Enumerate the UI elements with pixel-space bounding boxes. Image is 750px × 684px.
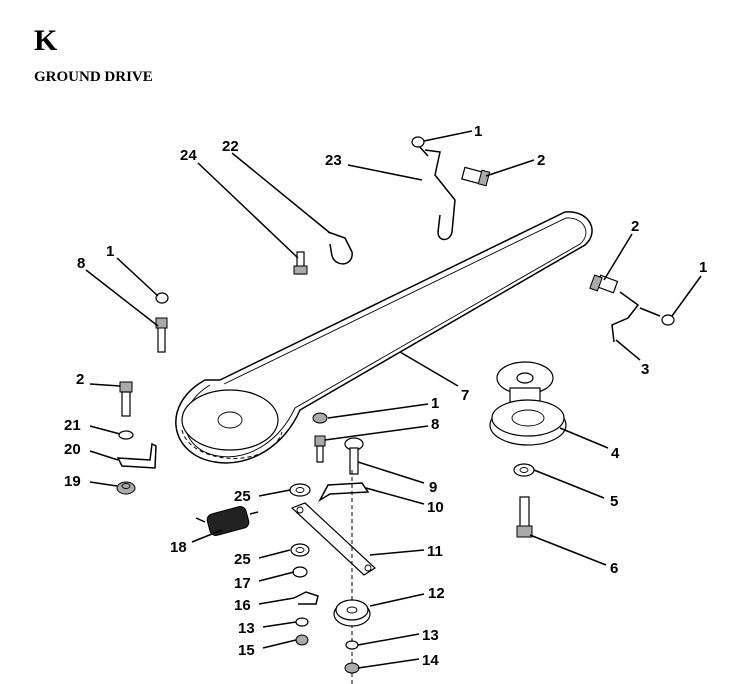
bolt-8-lower: [314, 435, 326, 463]
callout-2: 2: [537, 152, 545, 169]
nut-14: [344, 662, 360, 674]
callout-16: 16: [234, 597, 251, 614]
nut-19: [116, 481, 136, 495]
nut-15: [295, 634, 309, 646]
callout-7: 7: [461, 387, 469, 404]
callout-25: 25: [234, 551, 251, 568]
spring-18: [195, 506, 259, 536]
callout-1: 1: [431, 395, 439, 412]
callout-2: 2: [631, 218, 639, 235]
callout-10: 10: [427, 499, 444, 516]
callout-1: 1: [474, 123, 482, 140]
bolt-2-left: [119, 381, 133, 417]
callout-13: 13: [422, 627, 439, 644]
callout-13: 13: [238, 620, 255, 637]
transmission-pulley: [489, 361, 567, 446]
idler-pulley-12: [333, 599, 371, 627]
callout-8: 8: [431, 416, 439, 433]
callout-22: 22: [222, 138, 239, 155]
callout-23: 23: [325, 152, 342, 169]
bolt-6: [516, 496, 533, 538]
callout-24: 24: [180, 147, 197, 164]
nut-1-center: [312, 412, 328, 424]
leader-lines: [85, 130, 702, 669]
bracket-16: [293, 591, 319, 605]
spacer-25-upper: [289, 483, 311, 497]
callout-4: 4: [611, 445, 620, 462]
callout-11: 11: [427, 543, 443, 560]
washer-17: [292, 566, 308, 578]
washer-21: [118, 430, 134, 440]
hook-22: [327, 231, 353, 265]
idler-bracket-23: [411, 136, 491, 241]
callout-1: 1: [699, 259, 707, 276]
engine-pulley: [181, 389, 283, 459]
idler-arm-11: [290, 502, 376, 576]
callout-8: 8: [77, 255, 85, 272]
callout-1: 1: [106, 243, 114, 260]
callout-2: 2: [76, 371, 84, 388]
spacer-25-lower: [290, 543, 310, 557]
section-title: GROUND DRIVE: [34, 69, 153, 85]
callout-19: 19: [64, 473, 81, 490]
callout-25: 25: [234, 488, 251, 505]
callout-6: 6: [610, 560, 618, 577]
callout-14: 14: [422, 652, 439, 669]
bracket-10: [318, 482, 370, 503]
section-letter: K: [34, 24, 58, 57]
washer-5: [513, 463, 535, 477]
rod-3-assembly: [589, 274, 675, 343]
washer-13-left: [295, 617, 309, 627]
callout-5: 5: [610, 493, 618, 510]
callout-15: 15: [238, 642, 255, 659]
callout-18: 18: [170, 539, 187, 556]
callout-3: 3: [641, 361, 649, 378]
bolt-24: [293, 251, 308, 275]
callout-17: 17: [234, 575, 251, 592]
carriage-bolt-9: [344, 437, 364, 475]
bolt-8-upper: [155, 292, 169, 353]
callout-20: 20: [64, 441, 81, 458]
callout-12: 12: [428, 585, 445, 602]
callout-9: 9: [429, 479, 437, 496]
washer-13-right: [345, 640, 359, 650]
bracket-20: [116, 442, 157, 469]
callout-21: 21: [64, 417, 81, 434]
